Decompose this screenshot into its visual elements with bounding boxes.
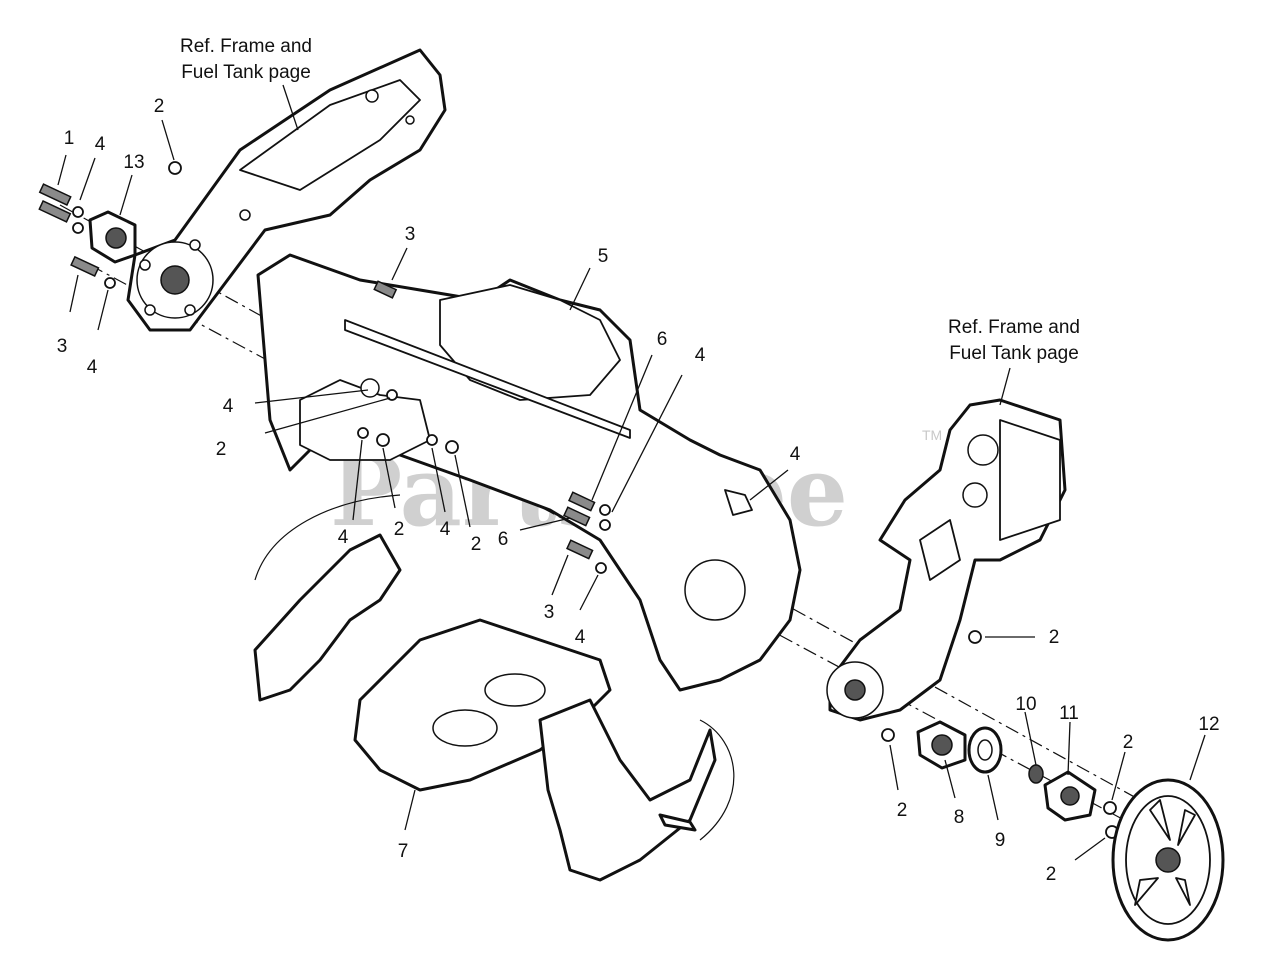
callout-1: 1 — [64, 128, 75, 149]
callout-2-f: 2 — [897, 800, 908, 821]
callout-4-h: 4 — [575, 627, 586, 648]
callout-4-d: 4 — [223, 396, 234, 417]
callout-3-b: 3 — [405, 224, 416, 245]
callout-4-e: 4 — [338, 527, 349, 548]
callout-6-b: 6 — [498, 529, 509, 550]
callout-2-c: 2 — [394, 519, 405, 540]
callout-2-d: 2 — [471, 534, 482, 555]
right-hardware — [881, 630, 1225, 942]
callout-10: 10 — [1015, 694, 1036, 715]
callout-2-a: 2 — [154, 96, 165, 117]
left-side-plate — [126, 48, 447, 332]
leader-lines — [57, 84, 1206, 861]
callout-4-g: 4 — [790, 444, 801, 465]
axis-line-upper — [59, 204, 1141, 801]
ref-left-line2: Fuel Tank page — [181, 62, 311, 83]
callout-11: 11 — [1059, 703, 1079, 724]
callout-8: 8 — [954, 807, 965, 828]
callout-6-a: 6 — [657, 329, 668, 350]
callout-4-f: 4 — [440, 519, 451, 540]
ref-left-line1: Ref. Frame and — [180, 36, 312, 57]
callout-2-e: 2 — [1049, 627, 1060, 648]
ref-right-line1: Ref. Frame and — [948, 317, 1080, 338]
callout-13: 13 — [123, 152, 144, 173]
callout-4-b: 4 — [87, 357, 98, 378]
callout-2-g: 2 — [1123, 732, 1134, 753]
callout-12: 12 — [1198, 714, 1219, 735]
callout-4-c: 4 — [695, 345, 706, 366]
callout-2-b: 2 — [216, 439, 227, 460]
ref-right-line2: Fuel Tank page — [949, 343, 1079, 364]
left-hardware — [38, 161, 182, 289]
callout-5: 5 — [598, 246, 609, 267]
watermark-tm: TM — [922, 427, 942, 443]
auger-housing — [256, 253, 802, 692]
callout-9: 9 — [995, 830, 1006, 851]
callout-7: 7 — [398, 841, 409, 862]
right-side-plate — [826, 398, 1067, 722]
callout-2-h: 2 — [1046, 864, 1057, 885]
auger-assembly — [253, 494, 735, 882]
callout-3-a: 3 — [57, 336, 68, 357]
callout-4-a: 4 — [95, 134, 106, 155]
callout-3-c: 3 — [544, 602, 555, 623]
